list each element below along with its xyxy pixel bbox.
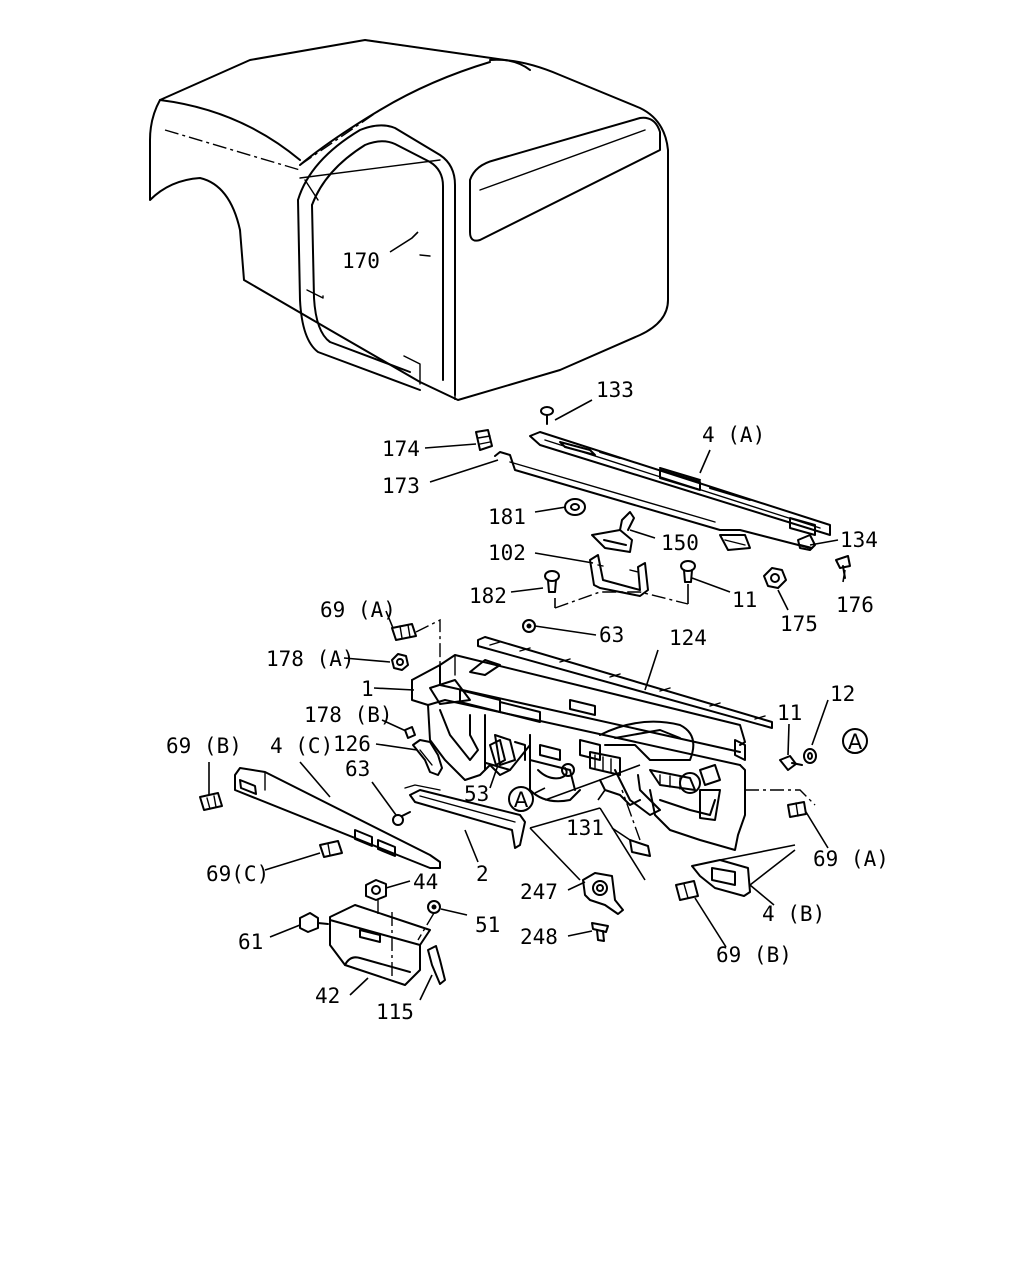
part-44-bumper — [365, 879, 387, 901]
callout-182: 182 — [469, 584, 507, 608]
part-4c-side-duct — [234, 767, 441, 869]
part-11-bolt-lower — [779, 755, 803, 771]
part-181-grommet — [564, 498, 586, 516]
callout-63-lower: 63 — [345, 757, 370, 781]
part-63-bolt-upper — [522, 619, 536, 633]
callout-175: 175 — [780, 612, 818, 636]
callout-124: 124 — [669, 626, 707, 650]
callout-134: 134 — [840, 528, 878, 552]
callout-4b: 4 (B) — [762, 902, 825, 926]
part-134-clip — [797, 534, 816, 551]
part-102-bracket — [589, 554, 649, 597]
part-173-rod — [494, 451, 811, 551]
part-4a-defroster-duct — [529, 431, 831, 536]
callout-11-upper: 11 — [732, 588, 757, 612]
part-12-washer — [803, 748, 817, 764]
callout-69b-right: 69 (B) — [716, 943, 792, 967]
ref-label: A — [514, 788, 529, 812]
callout-126: 126 — [333, 732, 371, 756]
part-115-arm — [427, 945, 446, 985]
callout-133: 133 — [596, 378, 634, 402]
callout-247: 247 — [520, 880, 558, 904]
ref-label: A — [848, 730, 863, 754]
cab-body — [149, 39, 669, 401]
part-178a-nut — [391, 653, 409, 671]
part-69b-left-clip — [199, 792, 223, 811]
callout-51: 51 — [475, 913, 500, 937]
callout-131: 131 — [566, 816, 604, 840]
callout-115: 115 — [376, 1000, 414, 1024]
part-63-bolt-lower — [392, 811, 411, 826]
part-247-bracket — [582, 872, 624, 915]
part-133-screw — [540, 406, 554, 425]
part-11-bolt-upper — [680, 560, 696, 583]
callout-53: 53 — [464, 782, 489, 806]
part-150-bracket — [591, 511, 635, 553]
part-175-nut — [763, 567, 787, 589]
callout-1: 1 — [361, 677, 374, 701]
callout-69c: 69(C) — [206, 862, 269, 886]
part-1-instrument-panel — [411, 654, 746, 851]
part-69a-upper-clip — [391, 623, 417, 641]
reference-mark-a-left: A — [508, 786, 534, 812]
part-69c-clip — [319, 840, 343, 858]
part-182-bolt — [544, 570, 560, 593]
callout-173: 173 — [382, 474, 420, 498]
callout-labels: 170 133 174 4 (A) 173 181 150 134 102 18… — [166, 249, 889, 1024]
part-51-screw — [427, 900, 441, 914]
part-69a-right-clip — [787, 801, 807, 818]
callout-4a: 4 (A) — [702, 423, 765, 447]
reference-mark-a-right: A — [842, 728, 868, 754]
part-69b-right-clip — [675, 880, 699, 901]
part-42-glove-box — [329, 900, 435, 986]
part-126-bracket — [412, 739, 443, 776]
callout-2: 2 — [476, 862, 489, 886]
callout-4c: 4 (C) — [270, 734, 333, 758]
callout-69b-left: 69 (B) — [166, 734, 242, 758]
callout-176: 176 — [836, 593, 874, 617]
part-131-clip — [621, 789, 651, 857]
part-4b-side-duct — [691, 859, 751, 897]
callout-174: 174 — [382, 437, 420, 461]
callout-42: 42 — [315, 984, 340, 1008]
callout-69a-right: 69 (A) — [813, 847, 889, 871]
part-2-lower-trim — [404, 784, 526, 849]
callout-150: 150 — [661, 531, 699, 555]
callout-69a-upper: 69 (A) — [320, 598, 396, 622]
part-124-pad — [477, 636, 773, 729]
part-174-clip — [475, 429, 493, 451]
part-61-bolt — [299, 912, 329, 933]
callout-44: 44 — [413, 870, 438, 894]
callout-248: 248 — [520, 925, 558, 949]
callout-181: 181 — [488, 505, 526, 529]
part-248-screw — [591, 922, 609, 942]
callout-170: 170 — [342, 249, 380, 273]
callout-11-lower: 11 — [777, 701, 802, 725]
callout-102: 102 — [488, 541, 526, 565]
callout-178b: 178 (B) — [304, 703, 393, 727]
callout-12: 12 — [830, 682, 855, 706]
leader-lines — [208, 231, 846, 1001]
part-178b-clip — [404, 726, 416, 739]
callout-61: 61 — [238, 930, 263, 954]
callout-63-upper: 63 — [599, 623, 624, 647]
part-176-clip — [835, 555, 851, 579]
callout-178a: 178 (A) — [266, 647, 355, 671]
